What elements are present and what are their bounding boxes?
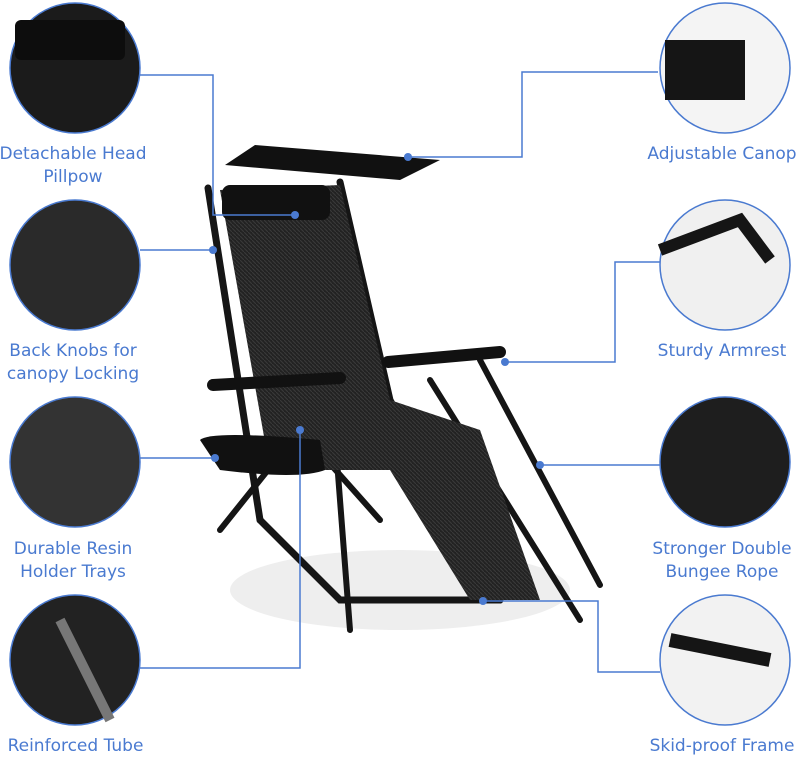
detail-skid-frame xyxy=(659,594,791,726)
canopy xyxy=(225,145,440,180)
label-skid-proof-frame: Skid-proof Frame xyxy=(649,736,795,756)
detail-bungee xyxy=(659,396,791,528)
label-canopy: Adjustable Canop xyxy=(647,144,797,164)
label-armrest: Sturdy Armrest xyxy=(657,341,787,361)
detail-back-knobs xyxy=(9,199,141,331)
head-pillow xyxy=(222,185,330,220)
chair-seat-mesh xyxy=(220,185,540,600)
label-back-knobs: Back Knobs for canopy Locking xyxy=(6,341,140,384)
label-holder-trays: Durable Resin Holder Trays xyxy=(13,539,133,582)
cup-holder-tray xyxy=(200,435,325,475)
callout-lines xyxy=(140,71,660,673)
label-head-pillow: Detachable Head Pillpow xyxy=(0,144,147,187)
label-bungee-rope: Stronger Double Bungee Rope xyxy=(652,539,792,582)
detail-holder-tray xyxy=(9,396,141,528)
callout-dots xyxy=(209,153,544,605)
label-reinforced-tube: Reinforced Tube xyxy=(7,736,144,756)
